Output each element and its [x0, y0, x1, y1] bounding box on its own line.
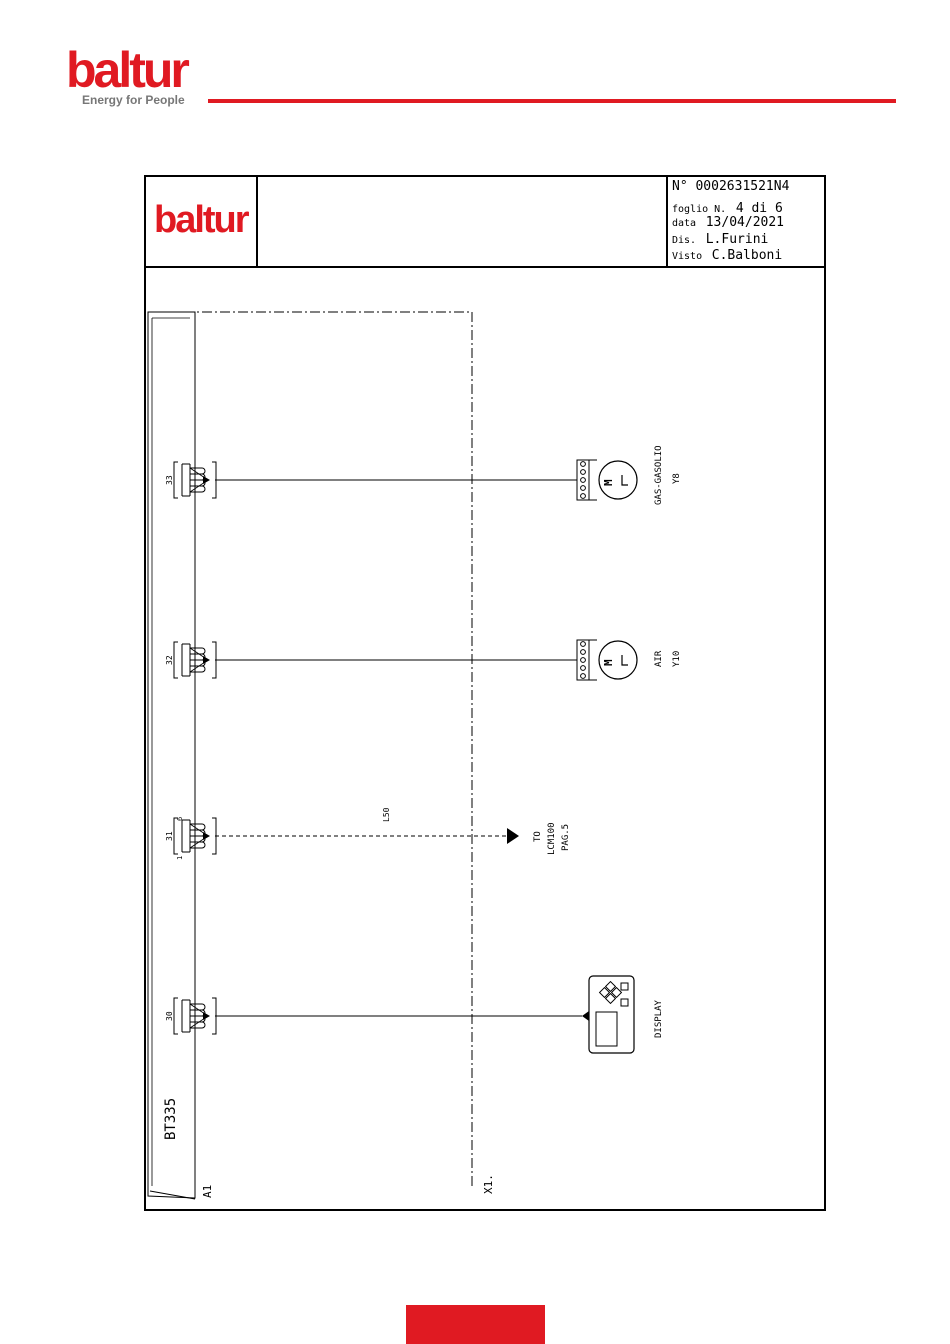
- connector-31-label: 31: [165, 831, 174, 841]
- connector-32-label: 32: [165, 655, 174, 665]
- connector-30-label: 30: [165, 1011, 174, 1021]
- footer-page-tab: [406, 1305, 545, 1344]
- terminal-boundary: [148, 312, 472, 1186]
- servomotor-air-name: AIR: [654, 650, 664, 667]
- wire-31-label: L50: [382, 807, 391, 822]
- servomotor-air-symbol: M: [602, 659, 615, 666]
- connector-31-pin-first: 1: [176, 856, 184, 860]
- offpage-line3: PAG.5: [561, 824, 571, 851]
- board-ref: A1: [201, 1185, 214, 1198]
- display-name: DISPLAY: [654, 999, 664, 1038]
- servomotor-fuel-symbol: M: [602, 479, 615, 486]
- pcb-bottom-edge: [150, 1191, 195, 1199]
- offpage-arrow: [507, 828, 519, 844]
- terminal-ref: X1.: [482, 1174, 495, 1194]
- servomotor-air-ref: Y10: [672, 651, 682, 667]
- connector-33-label: 33: [165, 475, 174, 485]
- offpage-line2: LCM100: [547, 822, 557, 855]
- servomotor-fuel-name: GAS-GASOLIO: [654, 445, 664, 505]
- servomotor-fuel-ref: Y8: [672, 473, 682, 484]
- display-device: [589, 976, 634, 1053]
- pcb-outline: [148, 312, 195, 1198]
- offpage-line1: TO: [533, 831, 543, 842]
- board-label: BT335: [163, 1098, 179, 1140]
- display-arrow: [582, 1011, 589, 1021]
- connector-31-pin-last: 6: [176, 817, 184, 821]
